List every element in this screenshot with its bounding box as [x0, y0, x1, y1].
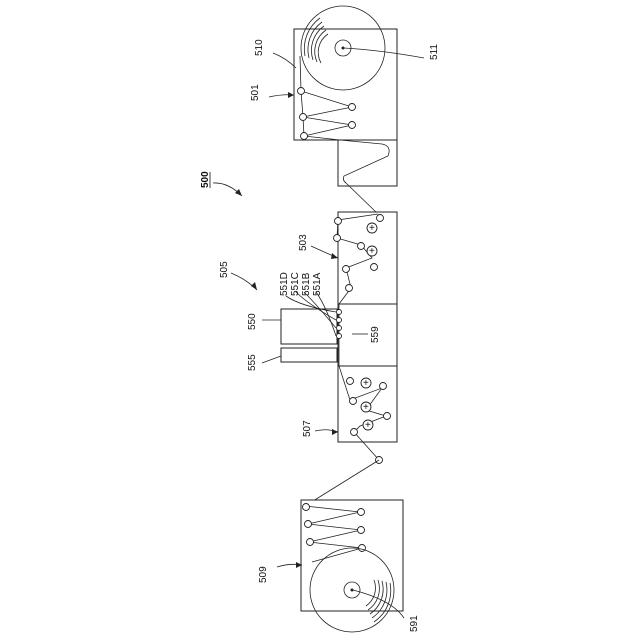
label-551b: 551B [301, 272, 312, 296]
print-unit: + + [334, 212, 398, 304]
svg-text:+: + [363, 402, 369, 413]
label-501: 501 [250, 84, 261, 101]
label-505: 505 [219, 261, 230, 278]
roller [349, 122, 356, 129]
roller [301, 133, 308, 140]
label-551a: 551A [312, 272, 323, 296]
roller [343, 266, 350, 273]
label-555: 555 [247, 354, 258, 371]
label-503: 503 [298, 234, 309, 251]
label-551c: 551C [290, 272, 301, 296]
nozzle-b [337, 326, 342, 331]
roller [358, 243, 365, 250]
roller [371, 264, 378, 271]
roller [298, 88, 305, 95]
unwind-unit [294, 6, 397, 214]
inkjet-head [281, 309, 337, 344]
roller [359, 545, 366, 552]
nozzle-d [337, 310, 342, 315]
roller [335, 218, 342, 225]
label-551d: 551D [279, 272, 290, 296]
svg-text:+: + [369, 246, 375, 257]
dry-unit: + + + [338, 366, 397, 464]
nozzle-a [337, 334, 342, 339]
rewind-housing [301, 500, 403, 611]
roller [300, 114, 307, 121]
label-509: 509 [258, 566, 269, 583]
svg-text:+: + [369, 223, 375, 234]
web-span [305, 460, 379, 506]
roller [358, 527, 365, 534]
roller [307, 539, 314, 546]
label-511: 511 [429, 44, 440, 60]
label-500: 500 [200, 171, 211, 188]
roller [350, 398, 357, 405]
roller [347, 378, 354, 385]
svg-text:+: + [365, 420, 371, 431]
roller [384, 413, 391, 420]
roller [358, 509, 365, 516]
unwind-housing [294, 29, 397, 140]
label-559: 559 [370, 326, 381, 343]
head-cleaner [281, 348, 337, 362]
platen-housing [338, 304, 397, 366]
label-507: 507 [302, 420, 313, 437]
rewind-unit [301, 500, 403, 632]
label-510: 510 [254, 39, 265, 56]
roller [346, 285, 353, 292]
roller [305, 521, 312, 528]
roller [377, 215, 384, 222]
roller [334, 235, 341, 242]
roller [303, 504, 310, 511]
roller [349, 104, 356, 111]
roller [351, 429, 358, 436]
svg-text:+: + [363, 378, 369, 389]
label-550: 550 [247, 313, 258, 330]
roller [380, 383, 387, 390]
label-591: 591 [409, 615, 420, 632]
nozzle-c [337, 318, 342, 323]
